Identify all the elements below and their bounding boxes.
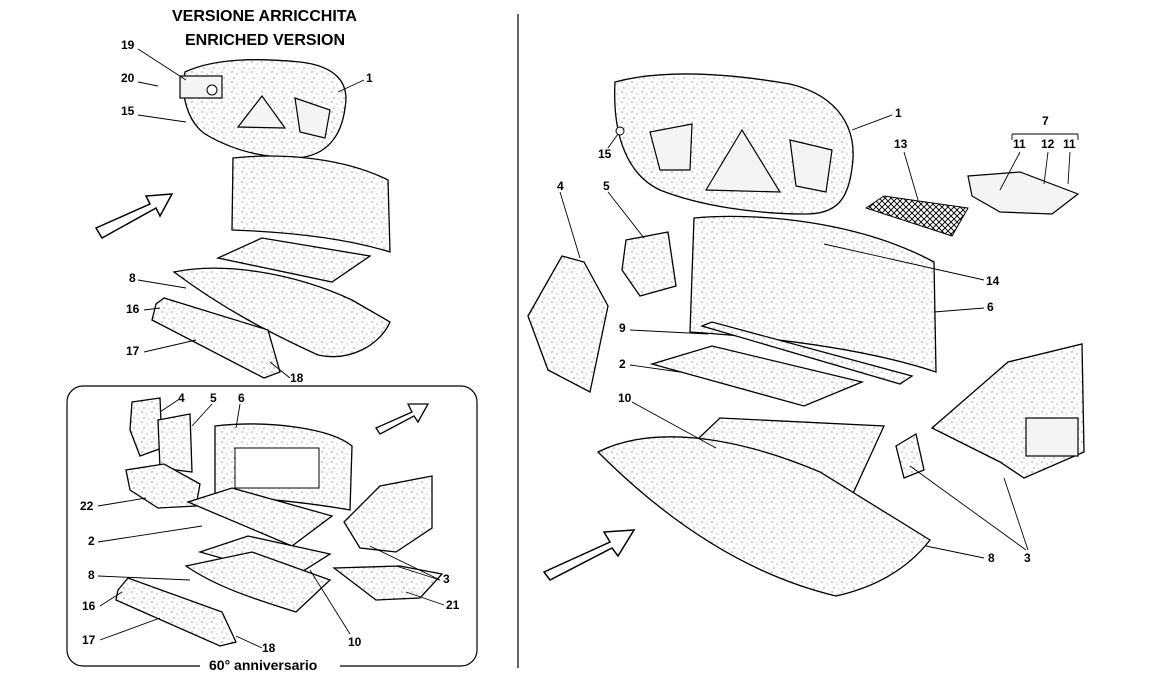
side-liner-part-3 — [930, 343, 1085, 479]
callout-11-right: 11 — [1063, 137, 1076, 151]
callout-2: 2 — [619, 357, 626, 371]
inset-corner-piece-part-21 — [332, 565, 444, 601]
callout-5: 5 — [210, 391, 217, 405]
inset-side-panel-part-5 — [157, 413, 193, 473]
rear-panel-liner-part-6 — [231, 155, 391, 253]
direction-arrow-icon — [94, 193, 174, 240]
callout-16: 16 — [126, 302, 140, 316]
callout-21: 21 — [446, 598, 460, 612]
lid-clip-part-15 — [615, 126, 625, 136]
callout-12: 12 — [1041, 137, 1055, 151]
right-group: 1 15 13 7 11 12 11 4 5 14 6 9 — [527, 73, 1085, 597]
callout-18: 18 — [290, 371, 304, 385]
floor-mat-part-2 — [649, 345, 865, 407]
callout-9: 9 — [619, 321, 626, 335]
callout-4: 4 — [557, 179, 564, 193]
sill-trim-part-16-17 — [151, 297, 281, 379]
lock-bracket-grommet — [206, 84, 218, 96]
inset-side-panel-part-4 — [129, 397, 163, 457]
callout-17: 17 — [126, 344, 140, 358]
callout-8: 8 — [88, 568, 95, 582]
callout-7: 7 — [1042, 114, 1049, 128]
side-clip-part-3 — [895, 432, 925, 479]
callout-10: 10 — [348, 635, 362, 649]
inset-caption-mask — [200, 657, 340, 673]
callout-3: 3 — [443, 572, 450, 586]
callout-14: 14 — [986, 274, 1000, 288]
inset-group: 4 5 6 22 2 8 16 17 18 10 3 21 60° an — [66, 385, 478, 673]
trunk-floor-mat-part-2 — [215, 237, 372, 283]
lid-liner-triangle-recess — [236, 94, 287, 129]
direction-arrow-icon — [375, 403, 430, 435]
inset-caption: 60° anniversario — [209, 657, 317, 673]
inset-sill-trim-part-16-17 — [115, 577, 237, 647]
callout-18: 18 — [262, 641, 276, 655]
callout-8: 8 — [988, 551, 995, 565]
trunk-tub-liner-part-8 — [596, 436, 931, 597]
inset-floor-panel-part-2 — [186, 487, 334, 547]
callout-19: 19 — [121, 38, 135, 52]
callout-5: 5 — [603, 179, 610, 193]
callout-1: 1 — [366, 71, 373, 85]
callout-20: 20 — [121, 71, 135, 85]
callout-6: 6 — [238, 391, 245, 405]
mesh-net-part-13 — [864, 195, 969, 237]
callout-16: 16 — [82, 599, 96, 613]
callout-1: 1 — [895, 106, 902, 120]
heading-versione-arricchita: VERSIONE ARRICCHITA — [172, 8, 357, 25]
seal-strip-part-9 — [700, 321, 914, 385]
callout-17: 17 — [82, 633, 96, 647]
trunk-tub-liner-part-8 — [172, 267, 391, 358]
lid-liner-side-recess — [294, 97, 331, 139]
callout-15: 15 — [121, 104, 135, 118]
side-cover-part-5 — [621, 231, 677, 297]
tray-part-7 — [967, 171, 1080, 215]
inset-side-liner-part-3 — [343, 475, 433, 553]
lid-liner-triangle-recess — [704, 128, 782, 193]
callout-4: 4 — [178, 391, 185, 405]
callout-15: 15 — [598, 147, 612, 161]
callout-8: 8 — [129, 271, 136, 285]
lid-liner-left-recess — [649, 123, 693, 171]
callout-10: 10 — [618, 391, 632, 405]
callout-13: 13 — [894, 137, 908, 151]
side-panel-part-4 — [527, 255, 609, 393]
lid-liner-right-recess — [789, 139, 833, 193]
heading-enriched-version: ENRICHED VERSION — [185, 32, 346, 49]
callout-22: 22 — [80, 499, 94, 513]
callout-6: 6 — [987, 300, 994, 314]
inset-tub-liner-part-8 — [184, 551, 332, 613]
callout-3: 3 — [1024, 551, 1031, 565]
top-left-group: 19 20 15 1 8 16 17 18 — [94, 38, 391, 385]
inset-rear-panel-window — [234, 447, 320, 489]
callout-11-left: 11 — [1013, 137, 1026, 151]
callout-2: 2 — [88, 534, 95, 548]
side-liner-box — [1025, 417, 1079, 457]
direction-arrow-icon — [542, 529, 636, 581]
